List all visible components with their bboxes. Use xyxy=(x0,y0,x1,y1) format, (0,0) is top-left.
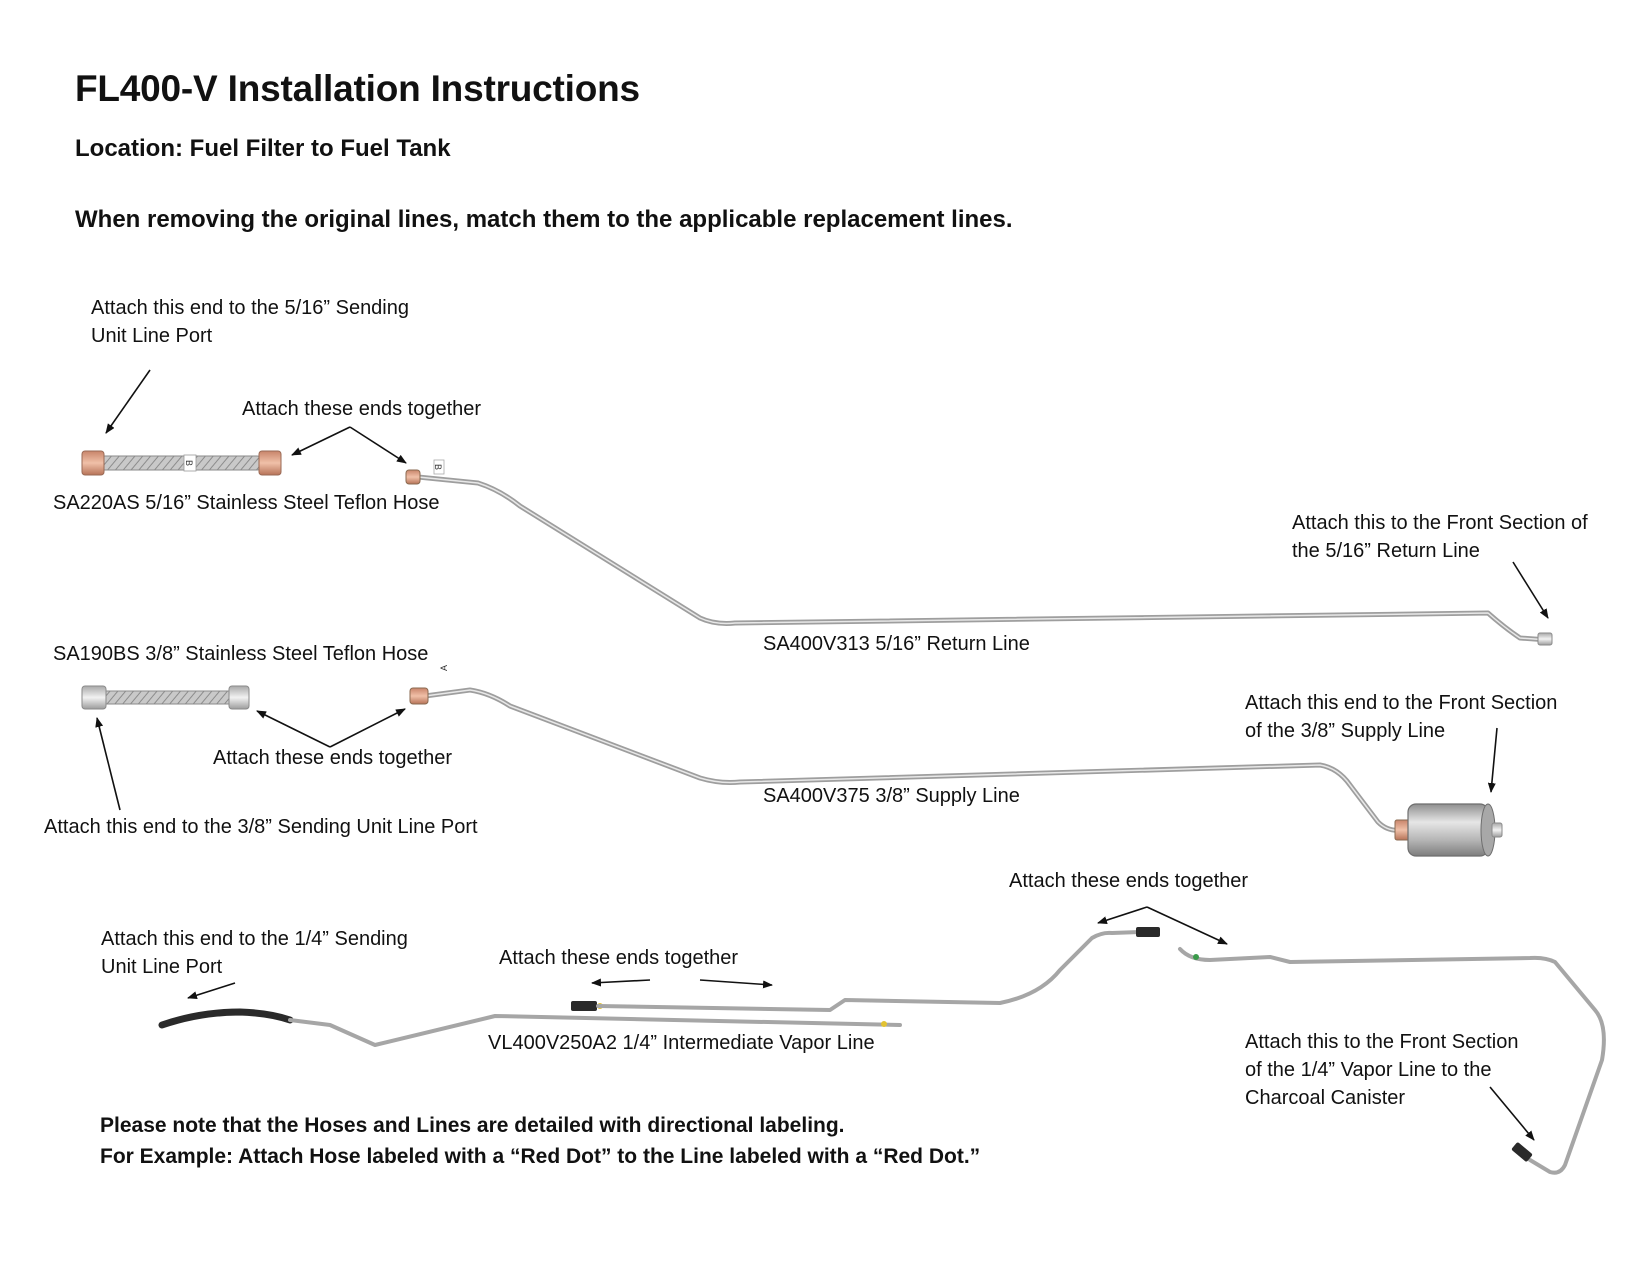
supply-sending-port-callout: Attach this end to the 3/8” Sending Unit… xyxy=(44,816,478,838)
return-hose-tag-text: B xyxy=(184,460,194,466)
return-line-label: SA400V313 5/16” Return Line xyxy=(763,633,1030,655)
instruction-heading: When removing the original lines, match … xyxy=(75,206,1013,233)
vapor-rear-line xyxy=(158,1008,902,1047)
vapor-sending-port-callout-line1: Attach this end to the 1/4” Sending xyxy=(101,928,408,950)
supply-hose-braid xyxy=(99,690,236,705)
supply-line-start-fitting xyxy=(409,687,429,705)
vapor-front-green-dot xyxy=(1193,954,1199,960)
vapor-front-callout: Attach this to the Front Section of the … xyxy=(1245,1028,1518,1112)
arrow-vapor-join-left-b xyxy=(699,979,773,989)
return-sending-port-callout-line2: Unit Line Port xyxy=(91,325,213,347)
vapor-intermediate-tube xyxy=(596,930,1142,1012)
fuel-filter-outlet-fitting xyxy=(1491,822,1503,838)
supply-line-tube-highlight xyxy=(424,689,1403,832)
return-hose-tag xyxy=(183,454,197,472)
supply-front-callout-line1: Attach this end to the Front Section xyxy=(1245,692,1558,714)
arrow-vapor-join-left-a xyxy=(591,978,651,987)
return-front-callout: Attach this to the Front Section of the … xyxy=(1292,509,1588,565)
arrow-vapor-sending-port xyxy=(187,982,236,1000)
return-front-callout-line2: the 5/16” Return Line xyxy=(1292,540,1480,562)
return-line-tag xyxy=(433,459,445,475)
return-line: B xyxy=(405,459,1553,646)
location-subtitle: Location: Fuel Filter to Fuel Tank xyxy=(75,135,451,162)
arrow-supply-front xyxy=(1487,727,1498,793)
vapor-rear-yellow-dot xyxy=(881,1021,887,1027)
supply-line-label: SA400V375 3/8” Supply Line xyxy=(763,785,1020,807)
arrow-supply-sending-port xyxy=(95,717,121,811)
return-line-end-fitting xyxy=(1537,632,1553,646)
supply-line: A xyxy=(409,665,1405,833)
vapor-front-tube xyxy=(1178,947,1606,1175)
vapor-rear-rubber-hose xyxy=(158,1008,294,1029)
return-hose-right-fitting xyxy=(258,450,282,476)
vapor-join-left-callout: Attach these ends together xyxy=(499,947,739,969)
vapor-rear-tube xyxy=(288,1014,902,1047)
return-front-callout-line1: Attach this to the Front Section of xyxy=(1292,512,1588,534)
arrow-return-front xyxy=(1512,561,1549,619)
return-hose: B xyxy=(81,450,282,476)
vapor-front-end-fitting xyxy=(1511,1142,1533,1162)
return-line-tag-text: B xyxy=(433,464,443,470)
vapor-intermediate-label: VL400V250A2 1/4” Intermediate Vapor Line xyxy=(488,1032,875,1054)
vapor-intermediate-start-fitting xyxy=(571,1001,597,1011)
page-title: FL400-V Installation Instructions xyxy=(75,68,640,109)
supply-line-tag-text: A xyxy=(439,665,449,671)
return-sending-port-callout-line1: Attach this end to the 5/16” Sending xyxy=(91,297,409,319)
arrow-vapor-front xyxy=(1489,1086,1535,1141)
return-hose-braid xyxy=(97,455,264,471)
supply-hose-left-fitting xyxy=(81,685,107,710)
vapor-intermediate-end-fitting xyxy=(1136,927,1160,937)
vapor-front-callout-line2: of the 1/4” Vapor Line to the xyxy=(1245,1059,1492,1081)
directional-labeling-note: Please note that the Hoses and Lines are… xyxy=(100,1110,980,1172)
arrow-vapor-join-right-b xyxy=(1146,906,1228,945)
return-join-callout: Attach these ends together xyxy=(242,398,482,420)
return-line-start-fitting xyxy=(405,469,421,485)
vapor-front-callout-line1: Attach this to the Front Section xyxy=(1245,1031,1519,1053)
arrow-return-join-left xyxy=(291,426,351,456)
fuel-filter-body xyxy=(1407,803,1489,857)
arrow-supply-join-right xyxy=(329,708,406,748)
arrow-supply-join-left xyxy=(256,710,331,748)
vapor-sending-port-callout-line2: Unit Line Port xyxy=(101,956,223,978)
vapor-sending-port-callout: Attach this end to the 1/4” Sending Unit… xyxy=(101,925,408,981)
vapor-join-right-callout: Attach these ends together xyxy=(1009,870,1249,892)
arrow-return-sending-port xyxy=(105,369,151,434)
supply-hose-right-fitting xyxy=(228,685,250,710)
fuel-filter xyxy=(1394,803,1503,857)
return-hose-label: SA220AS 5/16” Stainless Steel Teflon Hos… xyxy=(53,492,440,514)
return-hose-left-fitting xyxy=(81,450,105,476)
note-line1: Please note that the Hoses and Lines are… xyxy=(100,1114,845,1137)
arrow-return-join-right xyxy=(349,426,407,464)
supply-hose-label: SA190BS 3/8” Stainless Steel Teflon Hose xyxy=(53,643,429,665)
return-line-tube-highlight xyxy=(417,476,1549,641)
supply-join-callout: Attach these ends together xyxy=(213,747,453,769)
supply-hose xyxy=(81,685,250,710)
supply-front-callout-line2: of the 3/8” Supply Line xyxy=(1245,720,1446,742)
note-line2: For Example: Attach Hose labeled with a … xyxy=(100,1145,981,1168)
return-sending-port-callout: Attach this end to the 5/16” Sending Uni… xyxy=(91,294,409,350)
vapor-front-line xyxy=(1178,947,1606,1175)
vapor-front-callout-line3: Charcoal Canister xyxy=(1245,1087,1406,1109)
supply-front-callout: Attach this end to the Front Section of … xyxy=(1245,689,1557,745)
vapor-intermediate-line xyxy=(571,927,1160,1012)
arrow-vapor-join-right-a xyxy=(1097,906,1148,925)
